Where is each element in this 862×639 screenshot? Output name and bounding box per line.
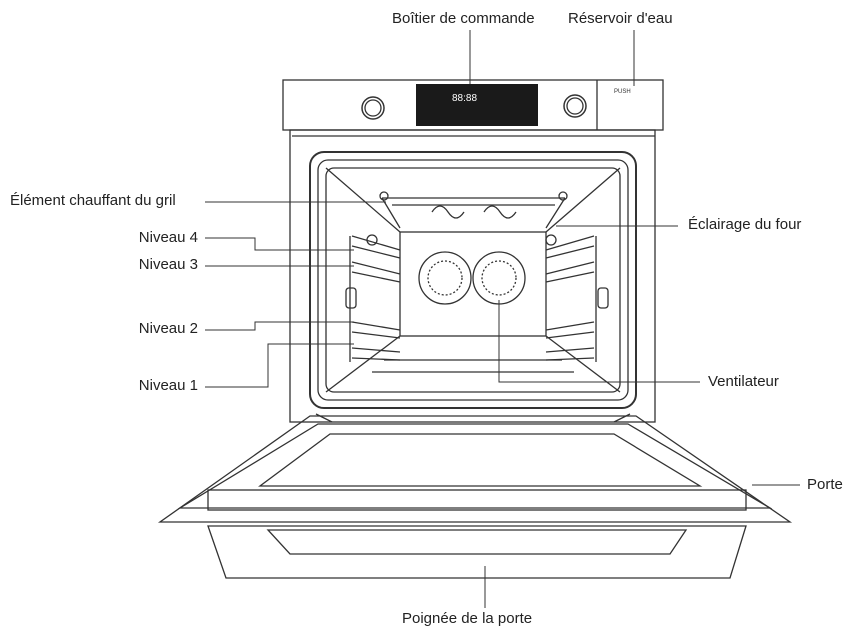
label-door-handle: Poignée de la porte (402, 610, 533, 627)
label-level-4: Niveau 4 (138, 229, 198, 246)
label-oven-light: Éclairage du four (688, 216, 802, 233)
label-level-1: Niveau 1 (138, 377, 198, 394)
rack-rails-left (349, 235, 401, 362)
label-water-tank: Réservoir d'eau (568, 10, 673, 27)
display-readout: 88:88 (452, 93, 477, 104)
label-grill-element: Élément chauffant du gril (10, 192, 176, 209)
fan-right (472, 251, 526, 305)
door-handle (207, 525, 747, 579)
label-control-box: Boîtier de commande (392, 10, 535, 27)
push-label: PUSH (614, 89, 631, 95)
display-panel (416, 84, 538, 126)
rack-rails-right (545, 235, 597, 362)
grill-element (381, 197, 566, 229)
label-level-2: Niveau 2 (138, 320, 198, 337)
oven-light (545, 234, 557, 246)
label-level-3: Niveau 3 (138, 256, 198, 273)
label-fan: Ventilateur (708, 373, 779, 390)
door (157, 415, 793, 523)
label-door: Porte (807, 476, 843, 493)
fan-left (418, 251, 472, 305)
temperature-knob (563, 94, 587, 118)
mode-knob (361, 96, 385, 120)
oven-body (289, 129, 656, 423)
oven-back-wall (399, 231, 547, 337)
